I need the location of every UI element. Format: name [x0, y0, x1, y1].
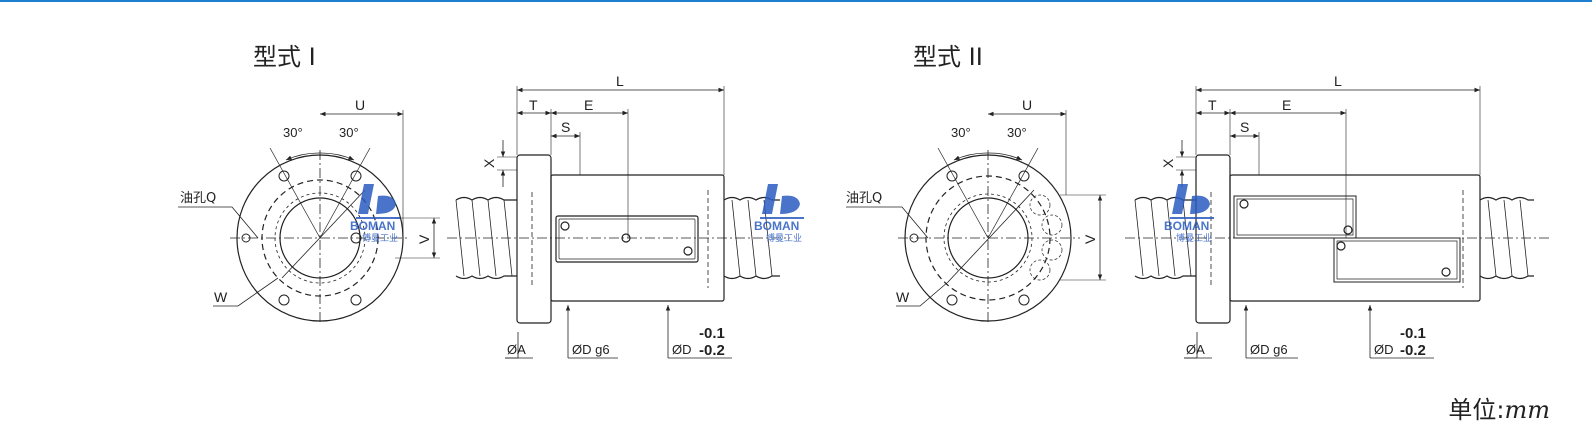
dim-s: S	[561, 119, 570, 135]
dim-x: X	[481, 158, 497, 168]
side-view	[447, 86, 790, 359]
dia-d-g6-label: ØD g6	[1250, 342, 1288, 357]
dim-x: X	[1160, 158, 1176, 168]
bolt-holes	[909, 170, 1030, 306]
watermark-logos: BOMAN 博曼工业 BOMAN 博曼工业 BOMAN 博曼工业	[350, 184, 1214, 244]
front-view	[846, 110, 1106, 325]
front-view-labels: U 30° 30° 油孔Q W V	[846, 97, 1098, 305]
dia-a-label: ØA	[1186, 342, 1205, 357]
side-view	[1125, 86, 1550, 359]
boman-logo: BOMAN 博曼工业	[1164, 184, 1214, 244]
dim-v: V	[1082, 234, 1098, 244]
logo-brand: BOMAN	[350, 219, 395, 233]
front-view	[178, 110, 440, 325]
top-accent-bar	[0, 0, 1592, 2]
dim-e: E	[584, 97, 593, 113]
angle-label-left: 30°	[283, 125, 303, 140]
dim-t: T	[529, 97, 538, 113]
dia-d-label: ØD	[1374, 342, 1394, 357]
unit-prefix: 单位:	[1448, 396, 1505, 424]
side-view-labels: L T E S X ØA ØD g6 ØD -0.1 -0.2	[481, 73, 725, 359]
tolerance-upper: -0.1	[1400, 325, 1426, 342]
dim-w: W	[896, 289, 910, 305]
oil-hole-label: 油孔Q	[846, 191, 882, 206]
dim-u: U	[1022, 97, 1032, 113]
dim-s: S	[1240, 119, 1249, 135]
diagram-title: 型式 I	[253, 43, 316, 71]
dia-d-label: ØD	[672, 342, 692, 357]
angle-label-right: 30°	[339, 125, 359, 140]
boman-logo: BOMAN 博曼工业	[754, 184, 804, 244]
side-view-labels: L T E S X ØA ØD g6 ØD -0.1 -0.2	[1160, 73, 1426, 359]
diagram-type-1: 型式 I	[178, 43, 790, 359]
tolerance-lower: -0.2	[699, 342, 725, 359]
logo-brand: BOMAN	[754, 219, 799, 233]
diagram-title: 型式 II	[913, 43, 983, 71]
dia-a-label: ØA	[507, 342, 526, 357]
dim-u: U	[355, 97, 365, 113]
tolerance-upper: -0.1	[699, 325, 725, 342]
front-view-labels: U 30° 30° 油孔Q W V	[180, 97, 432, 305]
unit-label: 单位:mm	[1448, 390, 1550, 425]
logo-sub: 博曼工业	[766, 232, 802, 244]
angle-label-left: 30°	[951, 125, 971, 140]
dim-t: T	[1208, 97, 1217, 113]
unit-value: mm	[1504, 396, 1550, 424]
boman-logo: BOMAN 博曼工业	[350, 184, 400, 244]
dim-l: L	[616, 73, 624, 89]
dim-w: W	[214, 289, 228, 305]
logo-sub: 博曼工业	[1176, 232, 1212, 244]
dia-d-g6-label: ØD g6	[572, 342, 610, 357]
tolerance-lower: -0.2	[1400, 342, 1426, 359]
bolt-holes	[241, 170, 362, 306]
logo-sub: 博曼工业	[362, 232, 398, 244]
diagram-type-2: 型式 II	[846, 43, 1550, 359]
oil-hole-label: 油孔Q	[180, 191, 216, 206]
dim-l: L	[1334, 73, 1342, 89]
dim-v: V	[416, 234, 432, 244]
dim-e: E	[1282, 97, 1291, 113]
logo-brand: BOMAN	[1164, 219, 1209, 233]
angle-label-right: 30°	[1007, 125, 1027, 140]
ball-return	[1029, 194, 1063, 281]
